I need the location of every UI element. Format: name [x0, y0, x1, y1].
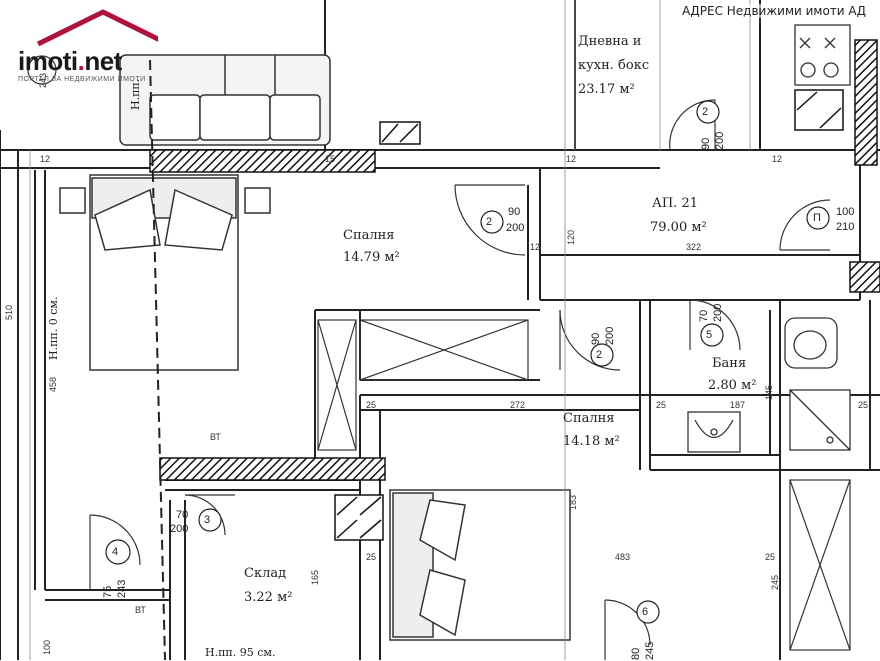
bt-label-1: ВТ [210, 432, 221, 442]
living-room-area: 23.17 м² [578, 82, 635, 97]
house-roof-icon [36, 9, 158, 47]
dim-l1: 243 [38, 72, 48, 88]
dim-v1: 458 [48, 376, 58, 392]
ceiling-note-bottom: Н.пп. 95 см. [205, 646, 276, 659]
bath-name: Баня [712, 356, 747, 371]
dim-c3: 12 [530, 242, 541, 252]
apartment-name: АП. 21 [652, 196, 698, 211]
door-2b-number: 2 [702, 106, 709, 118]
dim-b1: 25 [366, 552, 377, 562]
dim-m5: 25 [858, 400, 869, 410]
dim-t2: 15 [325, 154, 336, 164]
door-6-width: 80 [630, 647, 642, 660]
logo-tagline: ПОРТАЛ ЗА НЕДВИЖИМИ ИМОТИ [18, 76, 146, 83]
dim-m4: 187 [730, 400, 746, 410]
door-p-width: 100 [836, 206, 855, 218]
imoti-logo: imoti.net ПОРТАЛ ЗА НЕДВИЖИМИ ИМОТИ [8, 8, 168, 83]
toilet [784, 317, 838, 369]
door-2b-height: 200 [714, 131, 726, 150]
storage-area: 3.22 м² [244, 590, 293, 605]
north-circles [27, 55, 57, 85]
shower [789, 389, 851, 451]
bath-area: 2.80 м² [708, 378, 757, 393]
door-2a-number: 2 [486, 216, 493, 228]
door-markers [105, 100, 830, 624]
apartment-area: 79.00 м² [650, 220, 707, 235]
ventilation-box [379, 121, 421, 145]
door-2a-height: 200 [506, 222, 525, 234]
door-4-width: 75 [102, 585, 114, 598]
door-2b-width: 90 [700, 137, 712, 150]
door-5-height: 200 [712, 303, 724, 322]
door-p-height: 210 [836, 221, 855, 233]
bedroom-2-area: 14.18 м² [563, 434, 620, 449]
dim-t1: 12 [40, 154, 51, 164]
door-4-height: 243 [116, 579, 128, 598]
ceiling-note-left: Н.пп. 0 см. [47, 296, 60, 360]
door-3-height: 200 [170, 523, 189, 535]
agency-watermark: АДРЕС Недвижими имоти АД [682, 4, 866, 18]
dim-v5: 245 [770, 574, 780, 590]
door-6-number: 6 [642, 606, 649, 618]
bedroom-1-name: Спалня [343, 228, 395, 243]
logo-wordmark: imoti.net [18, 46, 122, 76]
dim-b3: 25 [765, 552, 776, 562]
dim-m2: 272 [510, 400, 526, 410]
dim-v2: 165 [310, 569, 320, 585]
sink [687, 411, 741, 453]
door-2c-width: 90 [590, 332, 602, 345]
bedroom-1-area: 14.79 м² [343, 250, 400, 265]
cabinets [334, 89, 844, 541]
dim-l3: 100 [42, 639, 52, 655]
door-p-number: П [813, 212, 821, 224]
door-2c-height: 200 [604, 326, 616, 345]
axis-lines [29, 0, 751, 660]
dim-v4: 183 [568, 494, 578, 510]
dim-b2: 483 [615, 552, 631, 562]
dim-l2: 510 [4, 304, 14, 320]
sofa [119, 54, 331, 146]
door-5-number: 5 [706, 329, 713, 341]
door-4-number: 4 [112, 546, 119, 558]
dim-m3: 25 [656, 400, 667, 410]
dim-c1: 322 [686, 242, 702, 252]
door-3-number: 3 [204, 514, 211, 526]
living-room-name-2: кухн. бокс [578, 58, 650, 73]
bed-2 [389, 489, 571, 641]
door-3-width: 70 [176, 509, 189, 521]
bt-label-2: ВТ [135, 605, 146, 615]
storage-name: Склад [244, 566, 287, 581]
dim-t3: 12 [566, 154, 577, 164]
bedroom-2-name: Спалня [563, 411, 615, 426]
section-lines [149, 59, 166, 660]
dim-m1: 25 [366, 400, 377, 410]
living-room-name-1: Дневна и [578, 34, 642, 49]
wardrobe [317, 319, 851, 651]
dim-v3: 145 [764, 384, 774, 400]
dim-t4: 12 [772, 154, 783, 164]
bed-1 [59, 174, 271, 371]
dim-c2: 120 [566, 229, 576, 245]
ceiling-note-top: Н.пп. [129, 78, 142, 110]
stove [794, 24, 851, 86]
door-2a-width: 90 [508, 206, 521, 218]
door-5-width: 70 [698, 309, 710, 322]
door-2c-number: 2 [596, 349, 603, 361]
door-6-height: 245 [644, 641, 656, 660]
